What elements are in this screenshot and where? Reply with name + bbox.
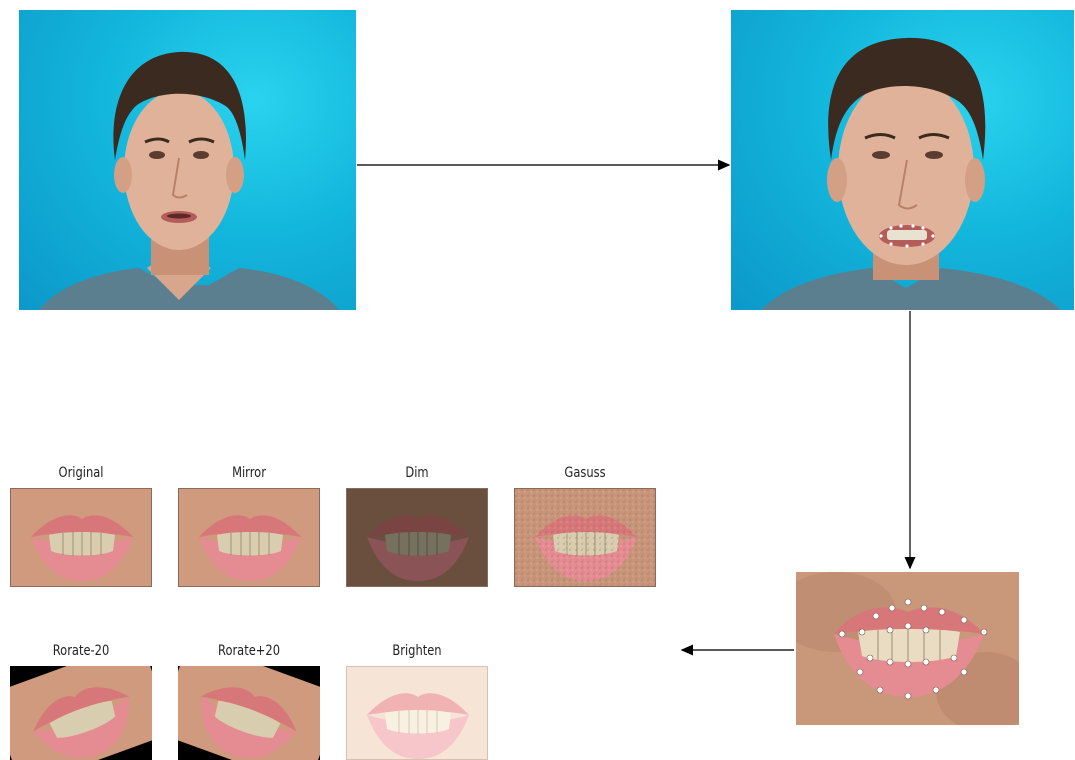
lips-bright-icon — [347, 667, 488, 760]
face-landmark-frame-icon — [731, 10, 1074, 310]
aug-thumb-gauss — [514, 488, 656, 587]
lips-rotate-positive-icon — [178, 666, 320, 760]
aug-label-rotate-pos: Rorate+20 — [191, 643, 307, 659]
aug-thumb-rotate-neg — [10, 666, 152, 760]
lips-rotate-negative-icon — [10, 666, 152, 760]
lip-landmark-crop — [796, 572, 1019, 725]
aug-label-gauss: Gasuss — [527, 465, 643, 481]
lips-original-icon — [11, 489, 152, 587]
aug-label-brighten: Brighten — [359, 643, 475, 659]
aug-thumb-original — [10, 488, 152, 587]
aug-label-rotate-neg: Rorate-20 — [23, 643, 139, 659]
input-face-frame — [19, 10, 356, 310]
aug-thumb-dim — [346, 488, 488, 587]
face-video-frame-icon — [19, 10, 356, 310]
aug-label-original: Original — [23, 465, 139, 481]
aug-label-dim: Dim — [359, 465, 475, 481]
processed-face-frame — [731, 10, 1074, 310]
lips-mirror-icon — [179, 489, 320, 587]
aug-thumb-brighten — [346, 666, 488, 760]
lips-noise-icon — [515, 489, 656, 587]
lips-dim-icon — [347, 489, 488, 587]
lip-landmark-crop-icon — [796, 572, 1019, 725]
aug-thumb-mirror — [178, 488, 320, 587]
aug-label-mirror: Mirror — [191, 465, 307, 481]
aug-thumb-rotate-pos — [178, 666, 320, 760]
